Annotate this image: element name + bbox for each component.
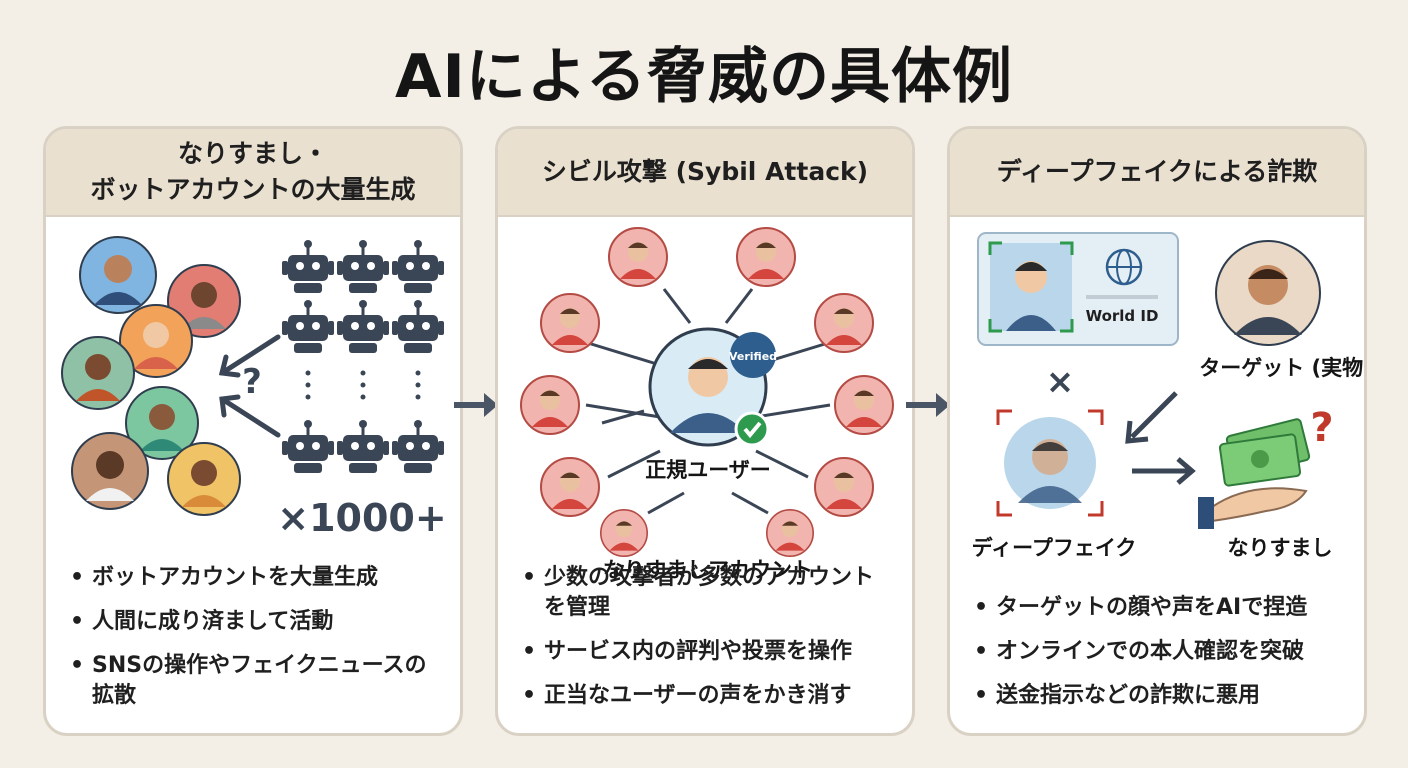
money-icon <box>1218 418 1311 487</box>
bullet-item: 人間に成り済まして活動 <box>70 607 444 637</box>
bot-icon <box>280 298 336 355</box>
panel-heading-text: シビル攻撃 (Sybil Attack) <box>541 157 869 186</box>
avatar <box>540 293 600 353</box>
avatar <box>520 375 580 435</box>
people-cluster <box>61 236 241 516</box>
deepfake-avatar <box>996 409 1104 517</box>
bullet-item: 送金指示などの詐欺に悪用 <box>974 681 1348 711</box>
avatar <box>167 264 241 338</box>
avatar <box>814 293 874 353</box>
flow-arrow-icon <box>454 393 498 417</box>
bot-generation-illustration: ? ×1000+ <box>61 236 447 540</box>
globe-icon <box>1105 248 1143 286</box>
check-icon <box>734 411 770 447</box>
sybil-illustration: Verified 正規ユーザー なりすましアカウント <box>520 227 894 582</box>
panel-heading-line2: ボットアカウントの大量生成 <box>90 175 416 204</box>
multiplier-label: ×1000+ <box>277 496 446 540</box>
panel-heading: なりすまし・ ボットアカウントの大量生成 <box>46 129 460 217</box>
bot-icon <box>390 298 446 355</box>
avatar <box>79 236 157 314</box>
bot-icon <box>335 418 391 475</box>
bot-icon <box>335 298 391 355</box>
target-label: ターゲット (実物) <box>1199 356 1367 380</box>
bullet-list: ターゲットの顔や声をAIで捏造 オンラインでの本人確認を突破 送金指示などの詐欺… <box>974 579 1348 711</box>
avatar <box>125 386 199 460</box>
id-card: World ID <box>977 232 1179 346</box>
question-mark: ? <box>1310 405 1333 451</box>
flow-arrow-icon <box>906 393 950 417</box>
bullet-item: SNSの操作やフェイクニュースの拡散 <box>70 651 444 711</box>
panel-sybil-attack: シビル攻撃 (Sybil Attack) <box>495 126 915 736</box>
bot-icon <box>335 238 391 295</box>
bullet-item: 正当なユーザーの声をかき消す <box>522 681 896 711</box>
bullet-list: ボットアカウントを大量生成 人間に成り済まして活動 SNSの操作やフェイクニュー… <box>70 549 444 711</box>
bullet-item: 少数の攻撃者が多数のアカウント を管理 <box>522 563 896 623</box>
ellipsis-icon <box>305 370 421 400</box>
target-avatar <box>1215 240 1321 346</box>
panel-deepfake: ディープフェイクによる詐欺 World ID ターゲット (実物) <box>947 126 1367 736</box>
avatar <box>736 227 796 287</box>
panel-heading-line1: なりすまし・ <box>177 139 328 168</box>
avatar <box>814 457 874 517</box>
avatar <box>71 432 149 510</box>
hand-icon <box>1198 487 1308 529</box>
arrow-icon <box>1132 457 1196 485</box>
arrow-icon <box>1125 391 1178 444</box>
bullet-list: 少数の攻撃者が多数のアカウント を管理 サービス内の評判や投票を操作 正当なユー… <box>522 549 896 711</box>
legit-user-label: 正規ユーザー <box>645 458 771 482</box>
panel-bot-accounts: なりすまし・ ボットアカウントの大量生成 <box>43 126 463 736</box>
verified-badge-text: Verified <box>729 350 777 363</box>
avatar <box>608 227 668 287</box>
id-card-text: World ID <box>1086 307 1159 325</box>
arrow-icon <box>218 334 281 438</box>
bot-icon <box>280 418 336 475</box>
bot-grid <box>280 238 446 475</box>
bot-icon <box>390 238 446 295</box>
verified-badge: Verified <box>729 332 777 378</box>
panel-heading-text: ディープフェイクによる詐欺 <box>996 157 1318 186</box>
page-title: AIによる脅威の具体例 <box>395 42 1013 112</box>
avatar <box>167 442 241 516</box>
bullet-item: ターゲットの顔や声をAIで捏造 <box>974 593 1348 623</box>
bot-icon <box>280 238 336 295</box>
bullet-item: ボットアカウントを大量生成 <box>70 563 444 593</box>
avatar <box>61 336 135 410</box>
question-mark: ? <box>242 362 262 402</box>
cross-icon: × <box>1046 362 1075 402</box>
bot-icon <box>390 418 446 475</box>
arrow-icon <box>585 288 831 515</box>
panel-heading: ディープフェイクによる詐欺 <box>950 129 1364 217</box>
bullet-item: オンラインでの本人確認を突破 <box>974 637 1348 667</box>
bullet-item: サービス内の評判や投票を操作 <box>522 637 896 667</box>
impersonation-label: なりすまし <box>1228 536 1333 560</box>
deepfake-illustration: World ID ターゲット (実物) × ディープフェイク <box>972 232 1367 560</box>
panel-heading: シビル攻撃 (Sybil Attack) <box>498 129 912 217</box>
avatar <box>834 375 894 435</box>
avatar <box>119 304 193 378</box>
avatar <box>540 457 600 517</box>
deepfake-label: ディープフェイク <box>972 536 1137 560</box>
